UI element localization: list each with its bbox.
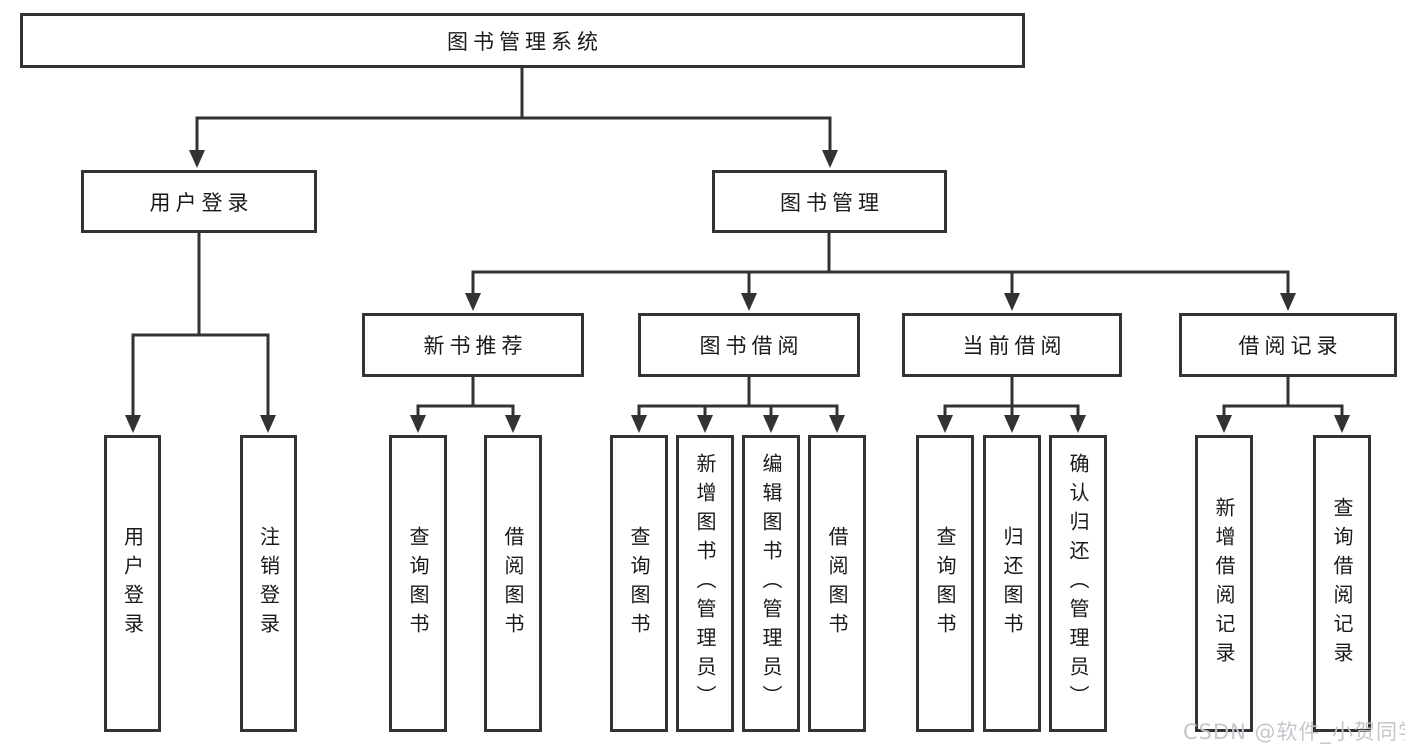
leaf-add-borrow-record: 新增借阅记录 [1195, 435, 1253, 732]
node-new-book-recommend: 新书推荐 [362, 313, 584, 377]
leaf-add-books-admin: 新增图书（管理员） [676, 435, 734, 732]
leaf-borrow-books: 借阅图书 [808, 435, 866, 732]
leaf-user-login: 用户登录 [104, 435, 161, 732]
csdn-watermark: CSDN @软件_小贺同学 [1183, 720, 1405, 744]
leaf-confirm-return-admin: 确认归还（管理员） [1049, 435, 1107, 732]
node-root-system: 图书管理系统 [20, 13, 1025, 68]
leaf-logout: 注销登录 [240, 435, 297, 732]
node-user-login: 用户登录 [81, 170, 317, 233]
leaf-borrow-books-recommend: 借阅图书 [484, 435, 542, 732]
leaf-edit-books-admin: 编辑图书（管理员） [742, 435, 800, 732]
leaf-query-books-current: 查询图书 [916, 435, 974, 732]
node-current-borrowing: 当前借阅 [902, 313, 1122, 377]
node-borrowing-records: 借阅记录 [1179, 313, 1397, 377]
leaf-query-books-recommend: 查询图书 [389, 435, 447, 732]
leaf-query-borrow-record: 查询借阅记录 [1313, 435, 1371, 732]
leaf-query-books-borrowing: 查询图书 [610, 435, 668, 732]
node-book-borrowing: 图书借阅 [638, 313, 860, 377]
leaf-return-books: 归还图书 [983, 435, 1041, 732]
node-book-management: 图书管理 [712, 170, 947, 233]
